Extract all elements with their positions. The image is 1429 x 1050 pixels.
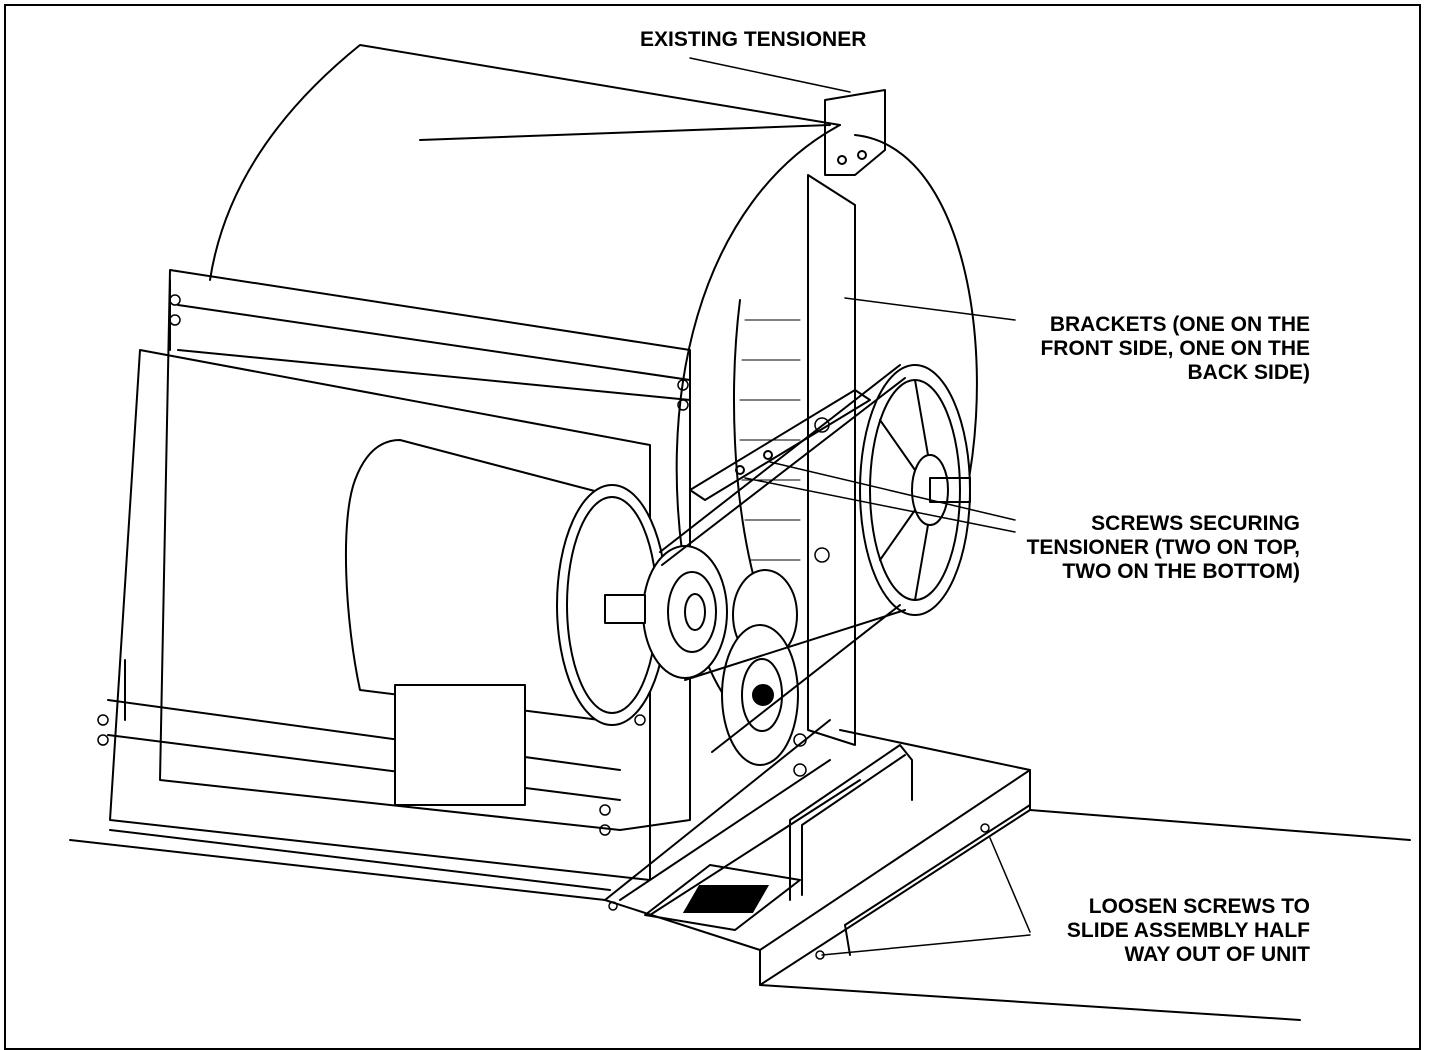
screws-callout: SCREWS SECURING TENSIONER (TWO ON TOP, T…	[1026, 512, 1300, 583]
leader-lines	[689, 57, 1031, 956]
blower-pulley	[859, 364, 971, 616]
leader-screws-2	[744, 477, 1016, 533]
leader-screws-1	[769, 461, 1016, 521]
motor-frame	[107, 269, 691, 891]
leader-loosen-2	[821, 934, 1031, 956]
fasteners	[97, 294, 990, 960]
blower-housing	[209, 44, 978, 741]
base-slide-plate	[69, 719, 1411, 1021]
drive-belt	[659, 364, 906, 753]
existing-tensioner-label: EXISTING TENSIONER	[640, 28, 867, 51]
leader-brackets	[844, 297, 1016, 321]
leader-tensioner	[689, 57, 851, 93]
motor-pulley	[604, 545, 728, 679]
slide-handle	[789, 744, 913, 901]
leader-loosen-1	[989, 837, 1031, 933]
brackets-callout: BRACKETS (ONE ON THE FRONT SIDE, ONE ON …	[1040, 313, 1310, 384]
tensioner-bracket	[689, 89, 886, 746]
data-label-plate	[644, 864, 801, 931]
loosen-screws-callout: LOOSEN SCREWS TO SLIDE ASSEMBLY HALF WAY…	[1066, 895, 1310, 966]
